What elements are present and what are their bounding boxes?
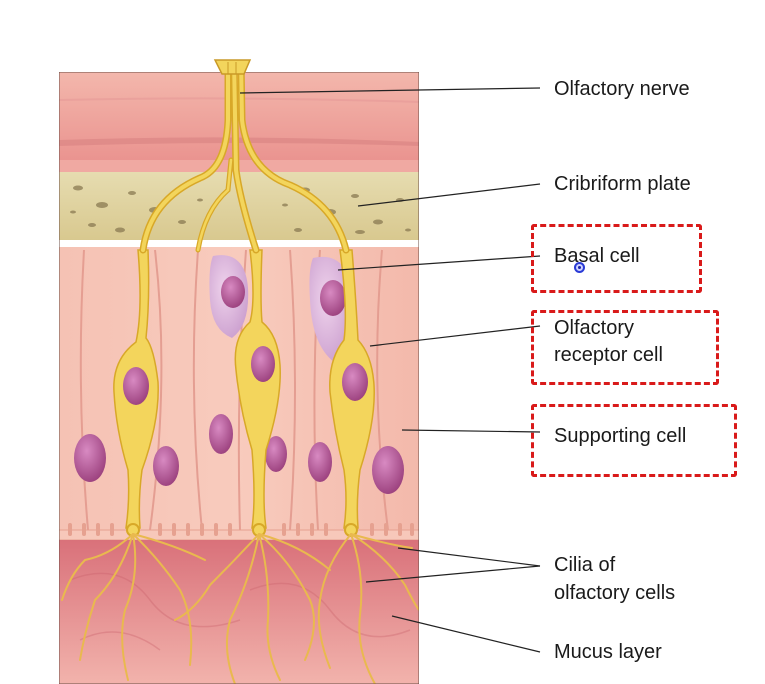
supporting-cell-nuclei xyxy=(74,414,404,494)
leader-cilia-2 xyxy=(365,565,541,583)
label-supporting-cell: Supporting cell xyxy=(554,425,687,447)
leader-cribriform-plate xyxy=(357,183,541,207)
leader-olfactory-receptor-cell xyxy=(369,325,541,347)
leader-basal-cell xyxy=(337,255,541,271)
olfactory-nerve-bundle xyxy=(213,59,252,75)
olfactory-receptor-cell-highlight-box xyxy=(531,310,719,385)
label-cribriform-plate: Cribriform plate xyxy=(554,173,691,195)
olfactory-cilia xyxy=(61,523,419,684)
label-cilia-line2: olfactory cells xyxy=(554,582,676,604)
cursor-dot-icon xyxy=(574,262,585,273)
leader-mucus-layer xyxy=(391,615,541,653)
olfactory-nerve-axons xyxy=(139,72,350,254)
basal-cells xyxy=(209,255,353,362)
label-olfactory-nerve: Olfactory nerve xyxy=(554,78,690,100)
leader-cilia-1 xyxy=(397,547,541,567)
leader-olfactory-nerve xyxy=(239,87,541,94)
leader-supporting-cell xyxy=(401,429,541,433)
label-basal-cell: Basal cell xyxy=(554,245,640,267)
label-olfactory-receptor-cell-line2: receptor cell xyxy=(554,344,663,366)
receptor-cell-nuclei xyxy=(123,346,368,405)
basal-cell-highlight-box xyxy=(531,224,702,293)
label-mucus-layer: Mucus layer xyxy=(554,641,662,663)
supporting-cell-highlight-box xyxy=(531,404,737,477)
label-olfactory-receptor-cell-line1: Olfactory xyxy=(554,317,635,339)
leader-lines xyxy=(239,87,541,653)
label-cilia-line1: Cilia of xyxy=(554,554,616,576)
